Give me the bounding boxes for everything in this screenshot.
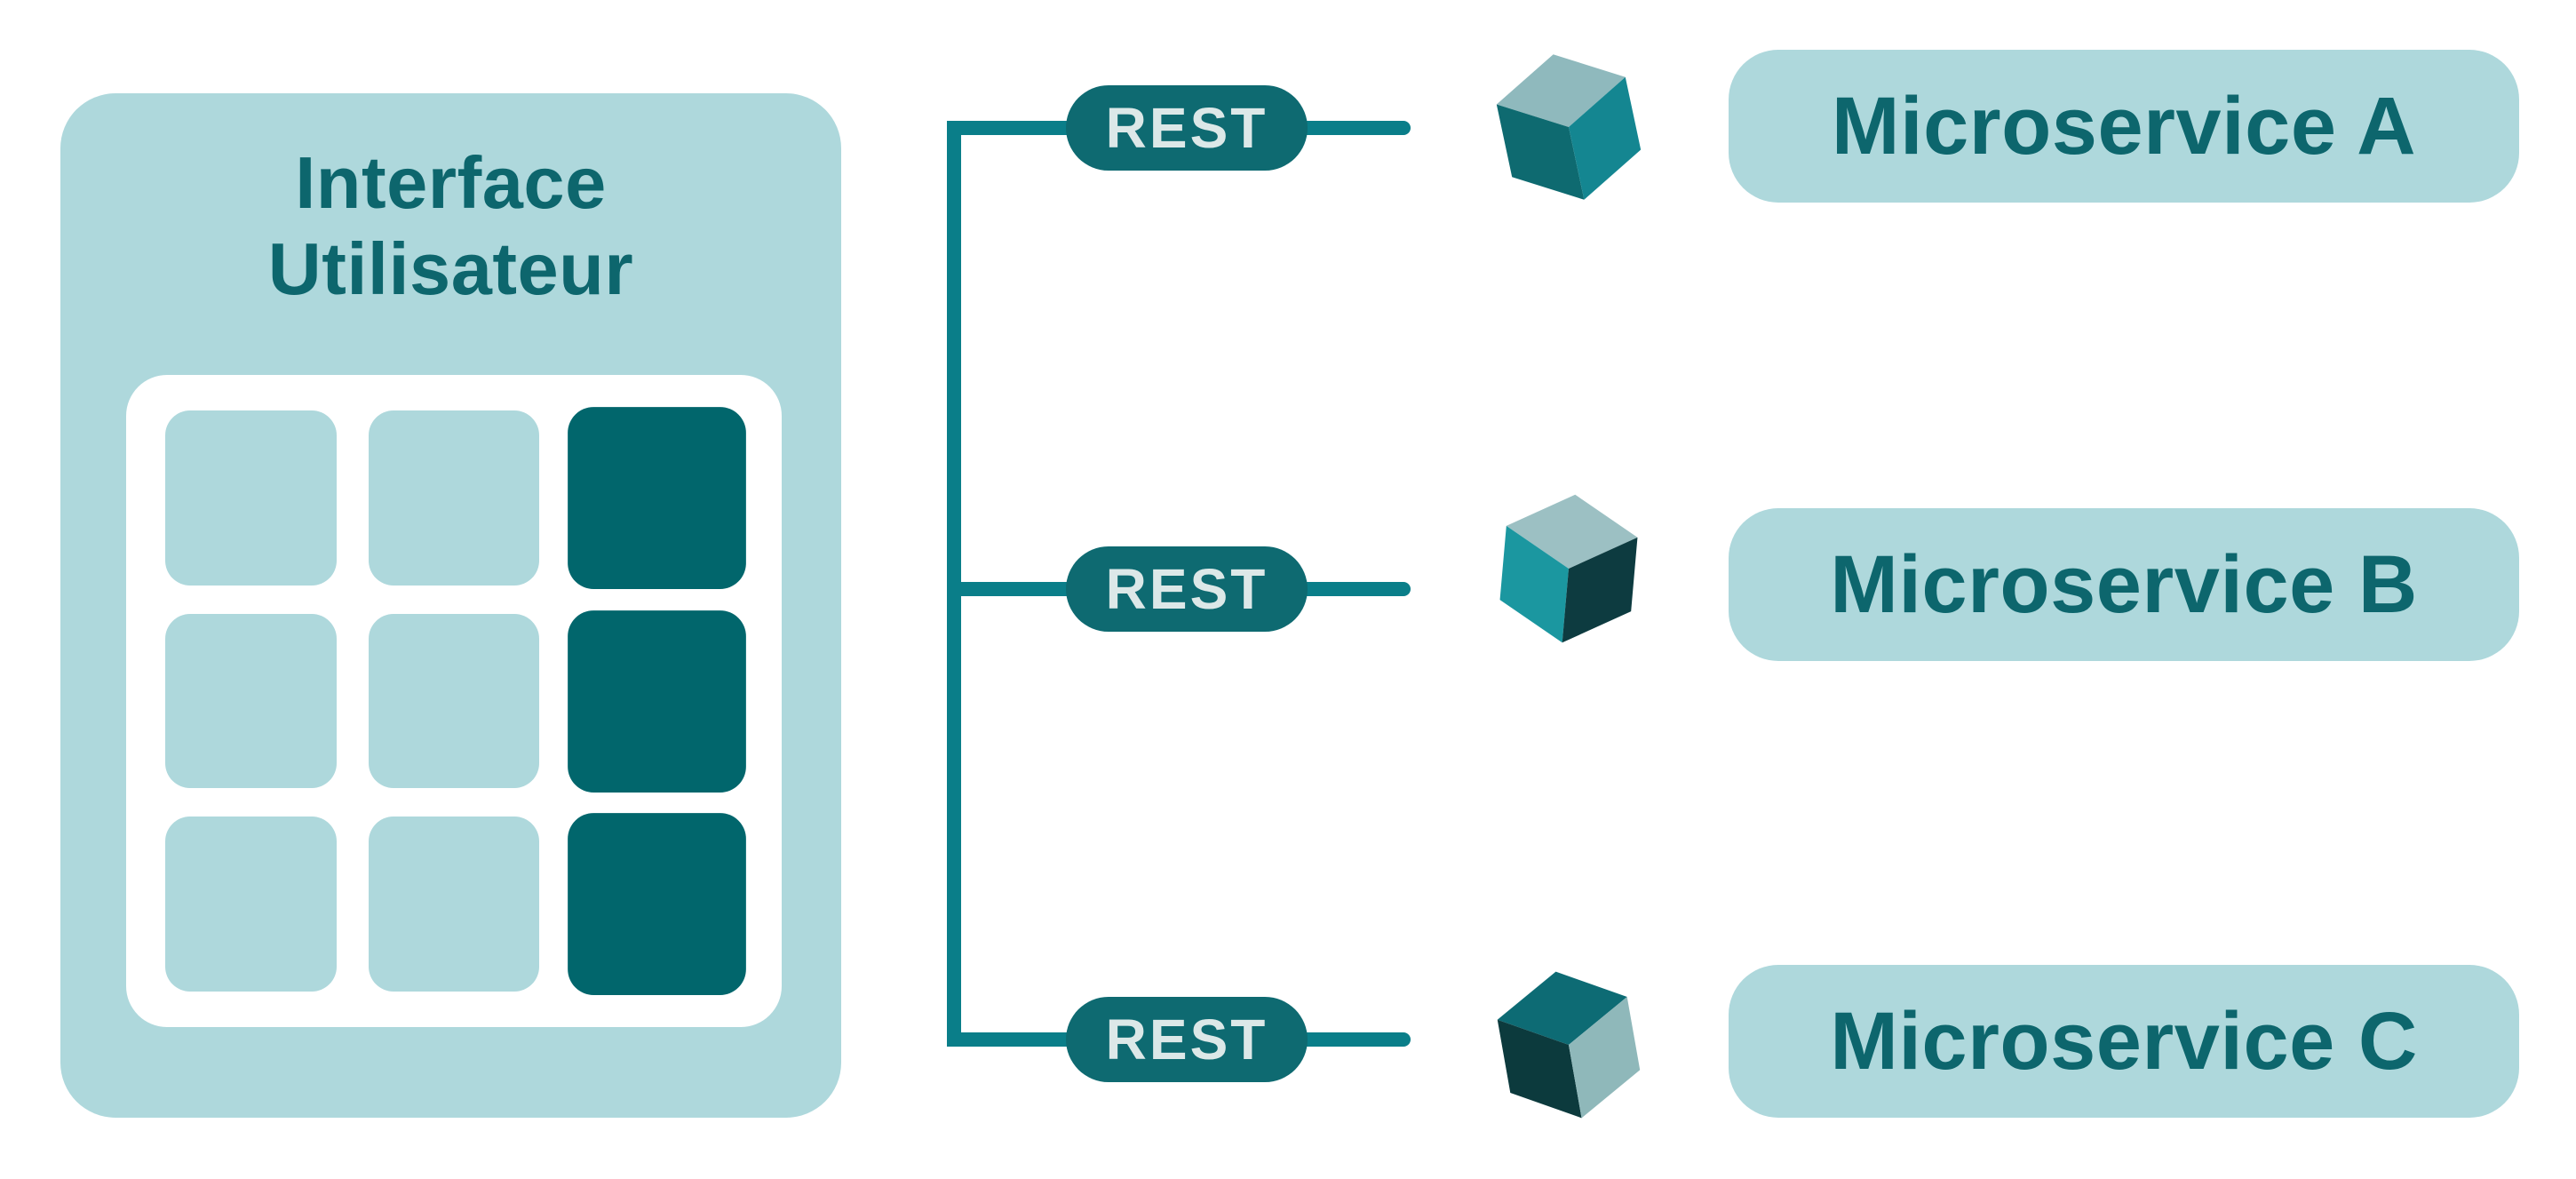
microservice-a-card: Microservice A: [1729, 50, 2519, 203]
grid-cell-light: [368, 817, 540, 992]
microservice-a-label: Microservice A: [1831, 80, 2417, 171]
grid-cell-light: [165, 410, 337, 586]
grid-cell-light: [165, 613, 337, 789]
rest-label-b: REST: [1066, 546, 1308, 632]
cube-icon-b: [1477, 477, 1660, 660]
interface-utilisateur-title: Interface Utilisateur: [60, 139, 841, 312]
grid-cell-dark: [568, 407, 746, 589]
rest-label-c: REST: [1066, 997, 1308, 1082]
microservice-c-card: Microservice C: [1729, 965, 2519, 1118]
grid-cell-light: [165, 817, 337, 992]
title-line-2: Utilisateur: [267, 227, 634, 310]
title-line-1: Interface: [295, 141, 607, 224]
rest-label-a: REST: [1066, 85, 1308, 171]
cube-icon-a: [1468, 27, 1668, 227]
cube-icon-c: [1471, 947, 1666, 1143]
grid-cell-dark: [568, 813, 746, 995]
grid-cell-dark: [568, 609, 746, 793]
app-grid-icon: [126, 375, 782, 1027]
microservice-b-label: Microservice B: [1830, 538, 2418, 630]
interface-utilisateur-card: Interface Utilisateur: [60, 93, 841, 1118]
microservice-c-label: Microservice C: [1830, 995, 2418, 1087]
grid-cell-light: [368, 410, 540, 586]
grid-cell-light: [368, 613, 540, 789]
microservice-b-card: Microservice B: [1729, 508, 2519, 661]
